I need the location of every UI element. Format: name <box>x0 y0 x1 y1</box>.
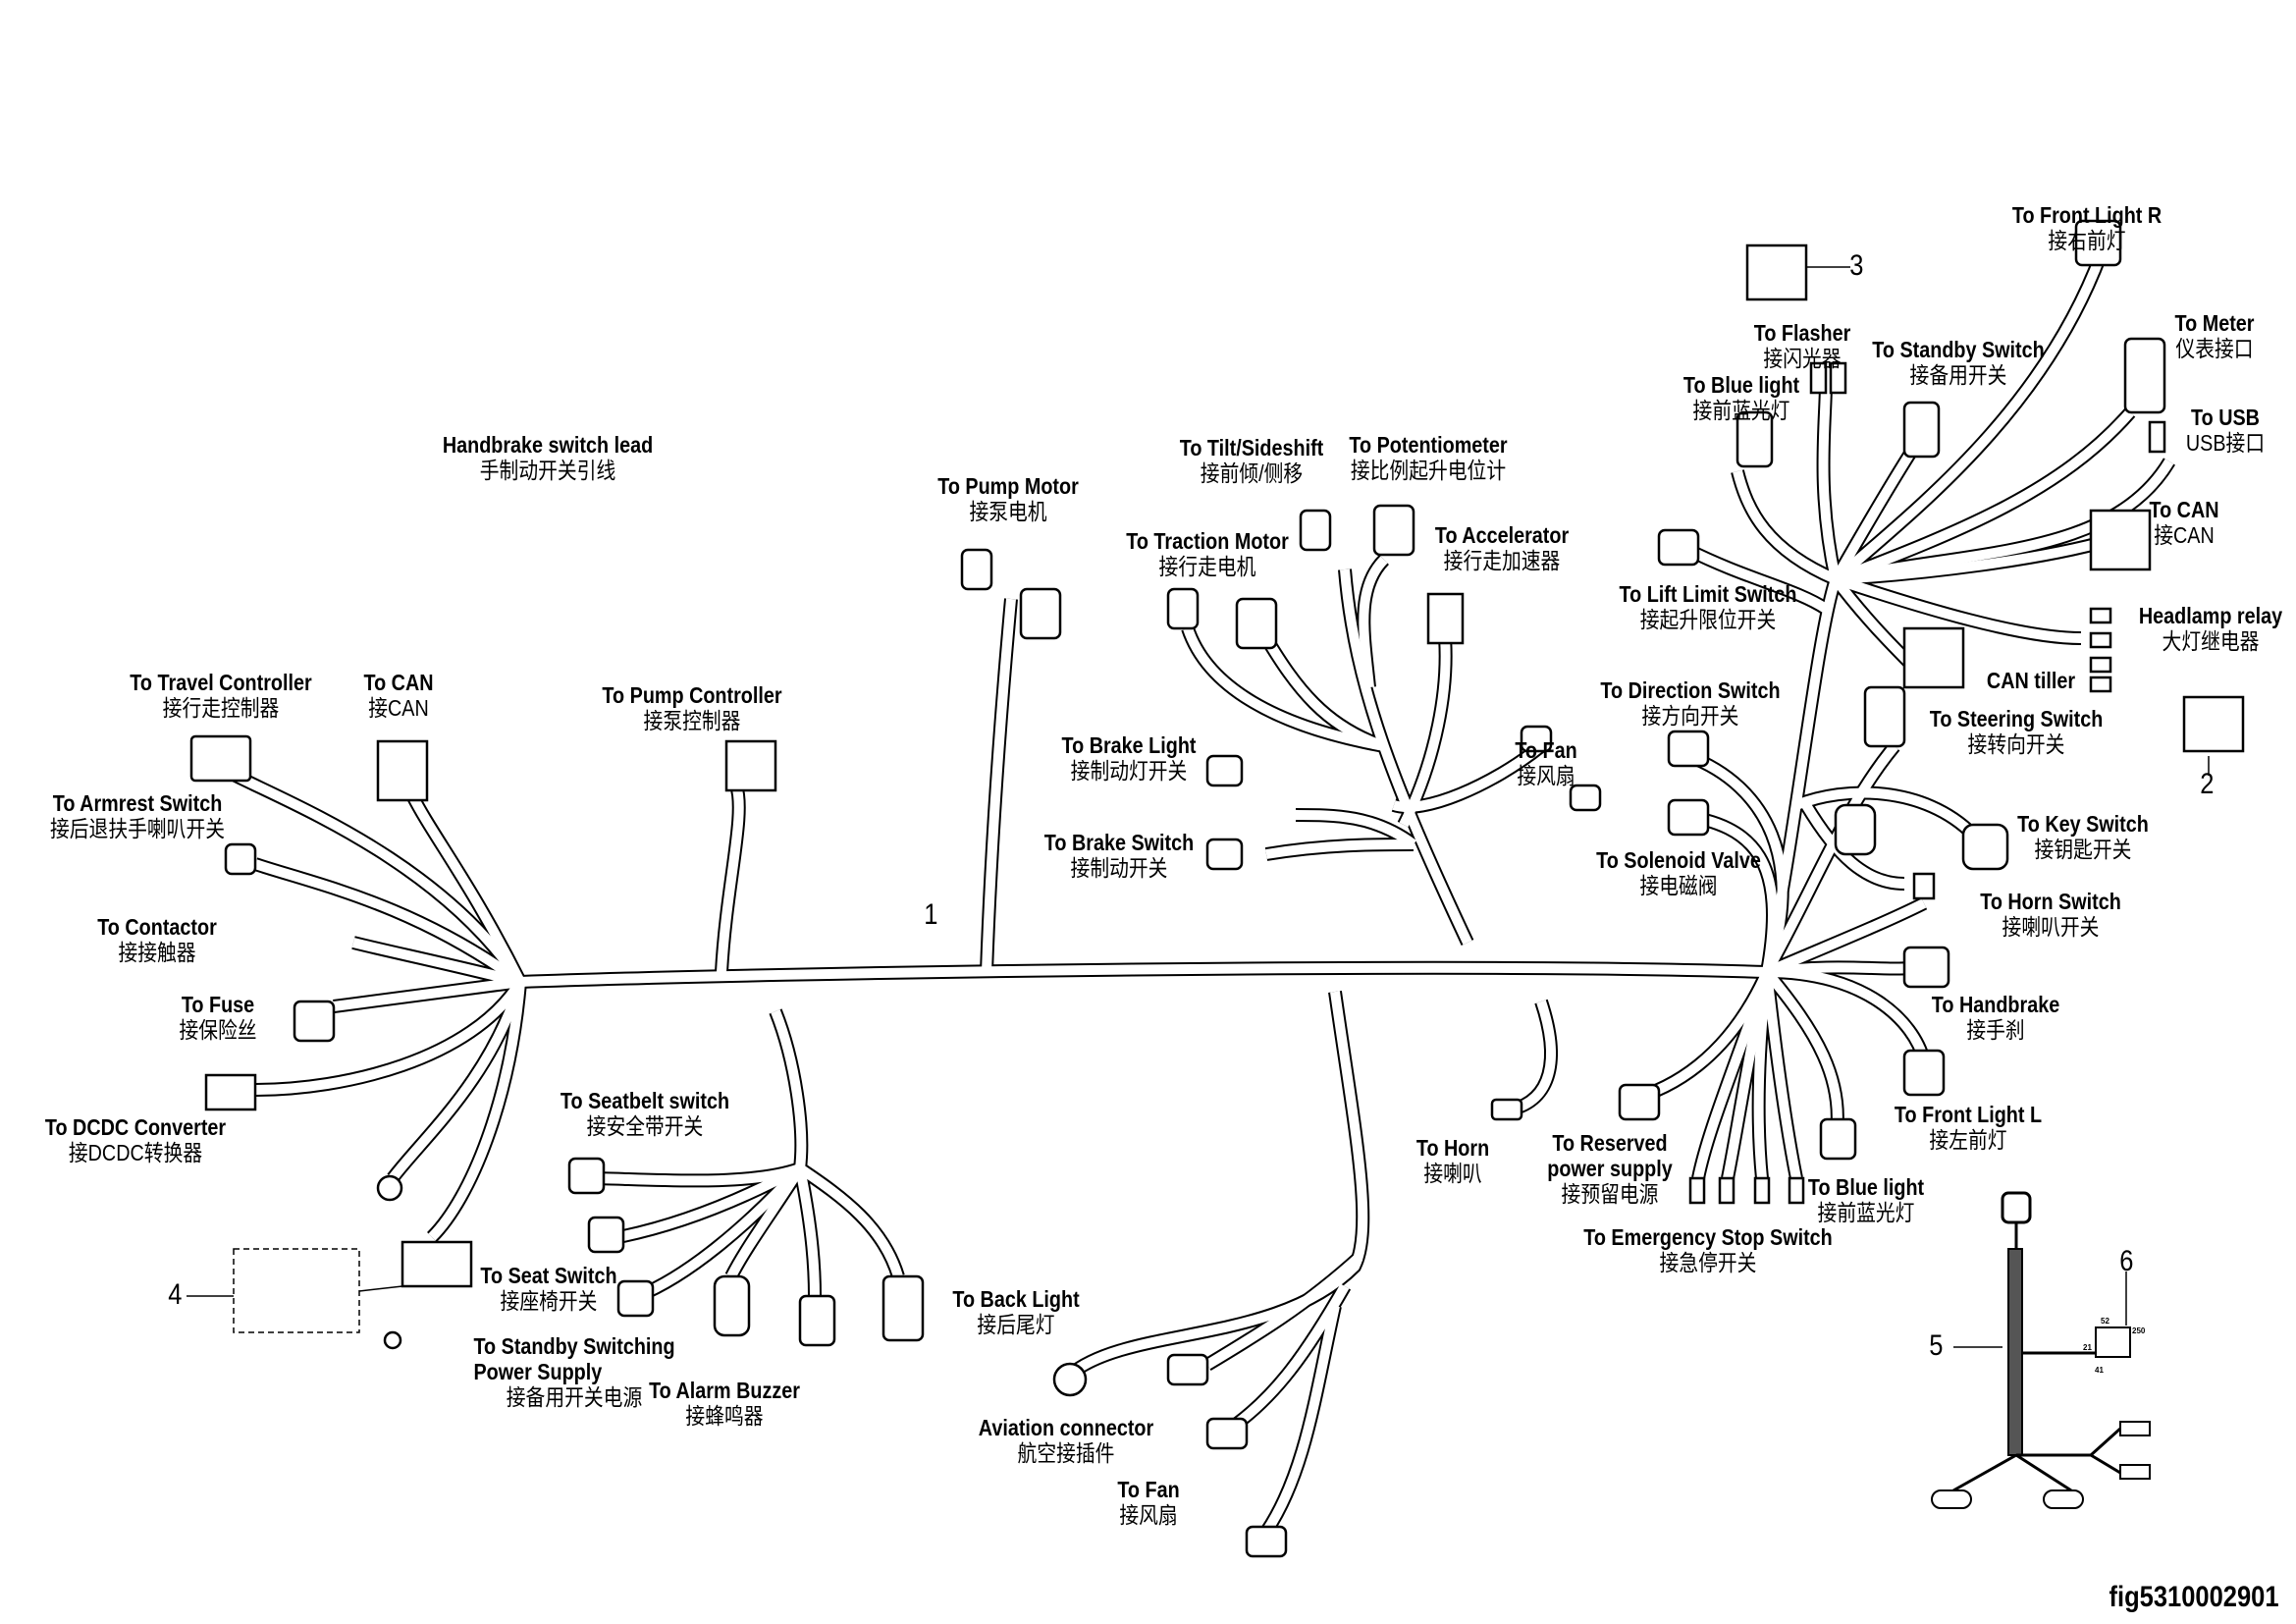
relay-pin-41: 41 <box>2095 1366 2104 1375</box>
callout-1: 1 <box>924 898 938 931</box>
callout-3: 3 <box>1849 249 1864 282</box>
label-can-tiller: CAN tiller <box>1986 668 2076 693</box>
relay-pin-52: 52 <box>2101 1317 2109 1326</box>
figure-id: fig5310002901 <box>2109 1581 2278 1613</box>
callout-2: 2 <box>2200 768 2215 800</box>
callout-6: 6 <box>2119 1245 2134 1277</box>
auxiliary-harness-5 <box>1931 1191 2151 1509</box>
relay-pin-21: 21 <box>2083 1343 2092 1352</box>
callout-4: 4 <box>168 1278 183 1311</box>
connectors <box>189 219 2245 1558</box>
relay-pin-250: 250 <box>2132 1326 2146 1335</box>
callout-5: 5 <box>1929 1329 1944 1362</box>
